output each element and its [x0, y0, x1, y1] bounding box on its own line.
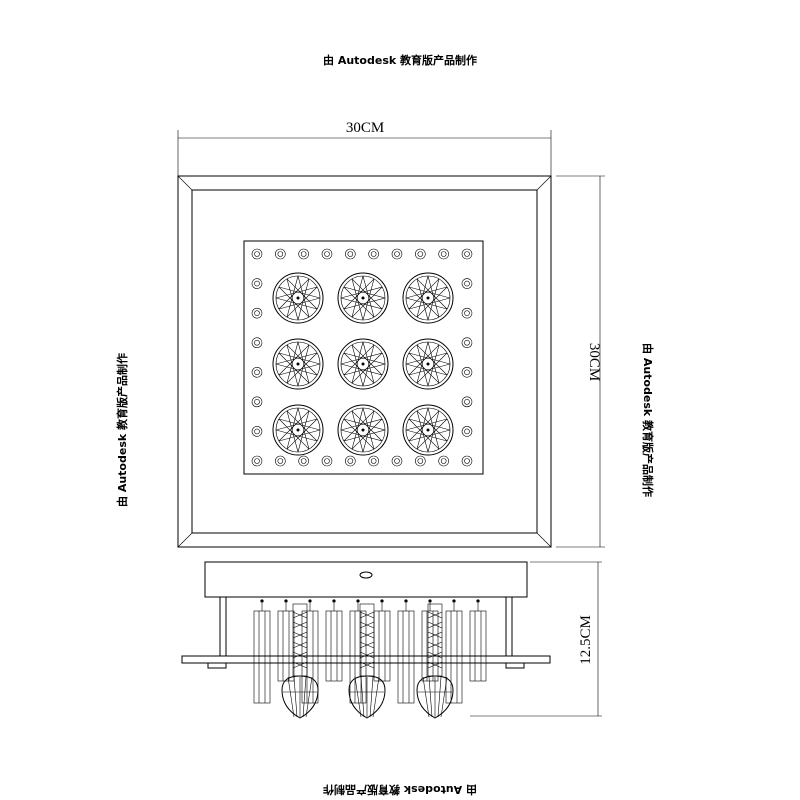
bead: [251, 426, 263, 437]
crystal-rosette: [272, 272, 324, 324]
crystal-rod: [469, 599, 487, 682]
bead: [391, 248, 403, 260]
bead: [461, 278, 473, 289]
bead: [461, 248, 473, 260]
bead: [275, 248, 286, 260]
side-crystals: [253, 599, 487, 704]
bead: [368, 248, 379, 260]
bead: [321, 248, 333, 260]
crystal-rosette: [272, 404, 324, 456]
pendant-ball: [281, 603, 319, 719]
bead: [251, 455, 263, 467]
crystal-grid: [272, 272, 454, 456]
crystal-rod: [253, 599, 271, 704]
bead: [345, 455, 356, 467]
bead: [345, 248, 356, 260]
height-label: 12.5CM: [578, 615, 594, 665]
crystal-rosette: [337, 338, 389, 390]
bead: [461, 426, 473, 437]
bead: [251, 337, 263, 349]
bead: [275, 455, 286, 467]
bead: [251, 396, 263, 408]
crystal-panel: [243, 240, 484, 475]
crystal-rosette: [337, 272, 389, 324]
crystal-rod: [421, 599, 439, 682]
pendant-ball: [416, 603, 454, 719]
crystal-rosette: [402, 272, 454, 324]
crystal-rod: [301, 599, 319, 704]
depth-label: 30CM: [586, 343, 602, 381]
bead: [251, 248, 263, 260]
bead: [438, 248, 449, 260]
crystal-rod: [445, 599, 463, 704]
crystal-rosette: [337, 404, 389, 456]
depth-dimension: 30CM: [556, 175, 605, 548]
bead: [461, 337, 473, 349]
bead: [321, 455, 333, 467]
crystal-rod: [373, 599, 391, 682]
crystal-rosette: [402, 404, 454, 456]
bead: [461, 307, 473, 319]
bead: [461, 396, 473, 408]
width-label: 30CM: [346, 120, 384, 136]
crystal-rosette: [272, 338, 324, 390]
bead: [298, 248, 309, 260]
side-elevation: [181, 561, 551, 719]
crystal-rod: [325, 599, 343, 682]
bead: [438, 455, 449, 467]
plan-view-frame: [177, 175, 552, 548]
bead: [298, 455, 309, 467]
bead-ring: [251, 248, 473, 467]
crystal-rod: [349, 599, 367, 704]
crystal-rosette: [402, 338, 454, 390]
crystal-rod: [277, 599, 295, 682]
pendant-ball: [348, 603, 386, 719]
bead: [461, 455, 473, 467]
height-dimension: 12.5CM: [470, 561, 602, 717]
watermark-top: 由 Autodesk 教育版产品制作: [322, 54, 478, 67]
bead: [415, 248, 426, 260]
bead: [251, 278, 263, 289]
bead: [391, 455, 403, 467]
crystal-rod: [397, 599, 415, 704]
canopy: [204, 561, 528, 598]
width-dimension: 30CM: [177, 120, 552, 176]
bead: [415, 455, 426, 467]
canopy-hole: [359, 571, 373, 579]
bead: [461, 366, 473, 378]
pendant-balls: [281, 603, 454, 719]
bead: [368, 455, 379, 467]
bead: [251, 307, 263, 319]
bead: [251, 366, 263, 378]
